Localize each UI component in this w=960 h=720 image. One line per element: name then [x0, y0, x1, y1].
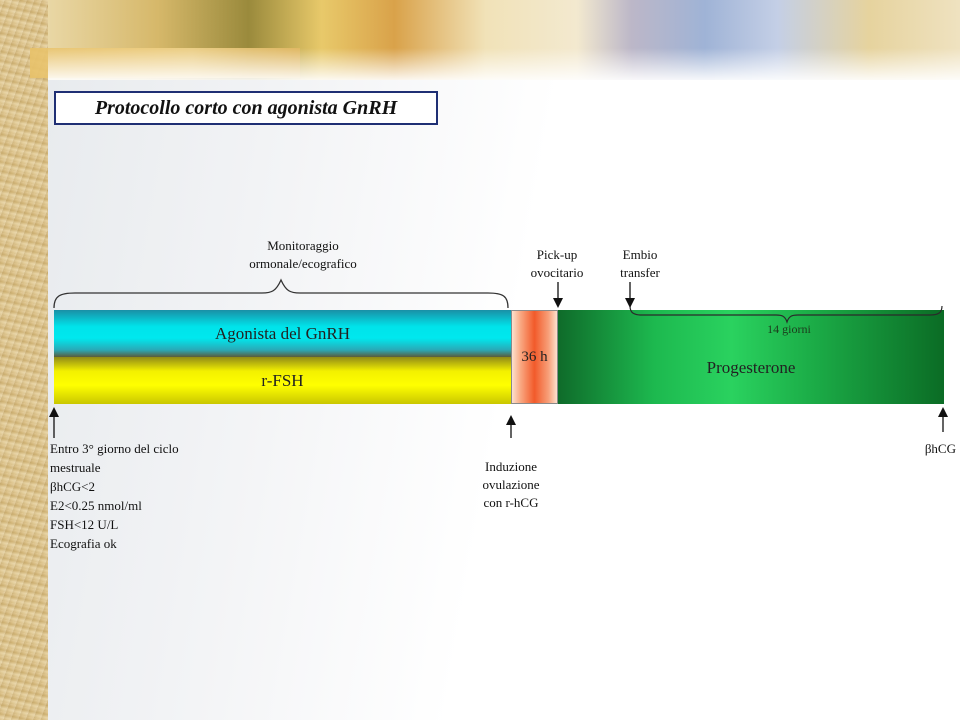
slide-title: Protocollo corto con agonista GnRH	[94, 96, 398, 119]
embio-line1: Embio	[622, 247, 658, 262]
monitoraggio-line2: ormonale/ecografico	[249, 256, 357, 271]
monitoraggio-label: Monitoraggio ormonale/ecografico	[236, 237, 370, 273]
left-texture-strip	[0, 0, 48, 720]
giorni-brace	[629, 305, 943, 324]
start-line-1: Entro 3° giorno del ciclo	[50, 441, 179, 456]
fsh-bar: r-FSH	[54, 357, 511, 404]
pickup-label: Pick-up ovocitario	[520, 246, 594, 282]
top-banner-fade	[48, 0, 960, 80]
progesterone-label: Progesterone	[706, 358, 796, 377]
induzione-label: Induzione ovulazione con r-hCG	[466, 458, 556, 512]
agonista-bar: Agonista del GnRH	[54, 310, 511, 357]
start-line-4: E2<0.25 nmol/ml	[50, 498, 142, 513]
fsh-label: r-FSH	[261, 370, 304, 390]
embio-arrow-head	[625, 298, 635, 308]
progesterone-bar: Progesterone	[558, 310, 944, 404]
monitoraggio-line1: Monitoraggio	[267, 238, 339, 253]
start-conditions-label: Entro 3° giorno del ciclo mestruale βhCG…	[50, 439, 179, 553]
embio-line2: transfer	[620, 265, 660, 280]
start-arrow-head	[49, 407, 59, 417]
giorni-label: 14 giorni	[767, 322, 811, 336]
start-line-5: FSH<12 U/L	[50, 517, 119, 532]
pickup-line1: Pick-up	[536, 247, 578, 262]
bhcg-arrow-head	[938, 407, 948, 417]
title-box: Protocollo corto con agonista GnRH	[54, 91, 438, 125]
induzione-arrow-head	[506, 415, 516, 425]
embio-label: Embio transfer	[608, 246, 672, 282]
monitoraggio-brace	[53, 278, 509, 309]
pickup-line2: ovocitario	[530, 265, 584, 280]
induzione-line1: Induzione	[485, 459, 537, 474]
start-line-2: mestruale	[50, 460, 101, 475]
start-line-6: Ecografia ok	[50, 536, 117, 551]
start-line-3: βhCG<2	[50, 479, 96, 494]
bhcg-end-label: βhCG	[924, 441, 956, 456]
agonista-label: Agonista del GnRH	[214, 323, 351, 343]
hours-label: 36 h	[521, 348, 548, 365]
pickup-arrow-head	[553, 298, 563, 308]
left-texture-overlay	[0, 0, 48, 720]
induzione-line2: ovulazione	[482, 477, 540, 492]
induzione-line3: con r-hCG	[483, 495, 539, 510]
hours-bar: 36 h	[511, 310, 558, 404]
